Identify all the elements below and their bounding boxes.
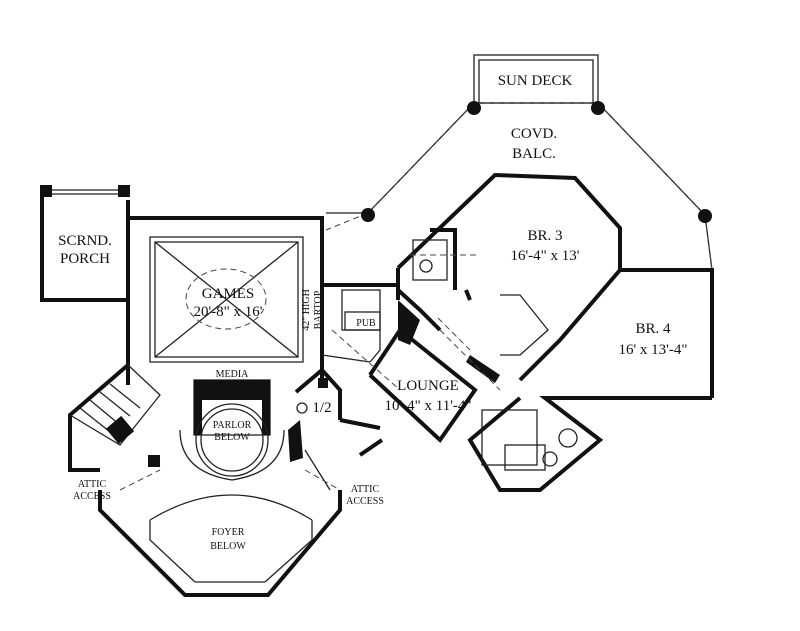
scrnd-porch-label-1: SCRND. [58,233,112,249]
stair-area [68,363,161,472]
main-walls [368,172,714,492]
games-dimensions: 20'-8" x 16' [193,304,262,320]
bartop-label-1: 42" HIGH [301,289,312,331]
br4-dimensions: 16' x 13'-4" [618,342,687,358]
parlor-label-1: PARLOR [213,420,252,431]
media-label: MEDIA [216,369,250,380]
bartop-label-2: BARTOP [313,290,324,329]
covd-balc-label-2: BALC. [512,146,556,162]
covered-balcony [325,101,713,271]
games-label: GAMES [202,286,255,302]
br4-label: BR. 4 [635,321,671,337]
lounge-label: LOUNGE [397,378,459,394]
foyer-label-1: FOYER [212,527,245,538]
scrnd-porch-label-2: PORCH [60,251,110,267]
sun-deck-label: SUN DECK [498,73,573,89]
lounge-dimensions: 10'-4" x 11'-4" [384,398,471,414]
attic-access-right-1: ATTIC [351,484,380,495]
parlor-media [179,379,303,481]
attic-access-left-1: ATTIC [78,479,107,490]
pub-label: PUB [356,318,376,329]
games-room [126,216,324,385]
foyer-label-2: BELOW [210,541,246,552]
parlor-label-2: BELOW [214,432,250,443]
half-bath [294,367,381,491]
br3-dimensions: 16'-4" x 13' [510,248,579,264]
foyer [98,469,342,597]
dashed-openings [331,254,501,457]
covd-balc-label-1: COVD. [511,126,557,142]
half-bath-label: 1/2 [312,400,331,416]
attic-access-left-2: ACCESS [73,491,111,502]
attic-access-right-2: ACCESS [346,496,384,507]
br3-label: BR. 3 [527,228,562,244]
